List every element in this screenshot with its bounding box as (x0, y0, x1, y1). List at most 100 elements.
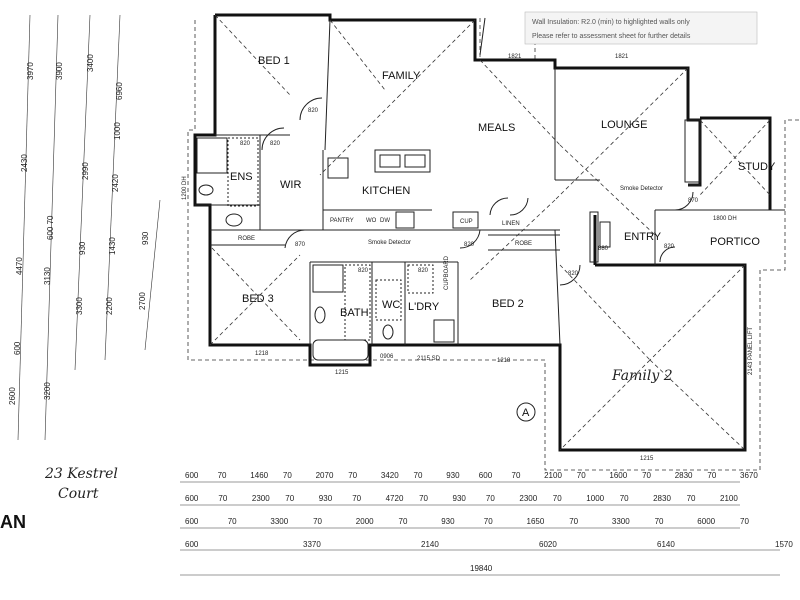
cupboard-label: CUPBOARD (444, 255, 450, 290)
cup-label: CUP (460, 219, 473, 225)
room-dim: 1215 (640, 456, 654, 462)
vdim: 6960 (115, 82, 124, 100)
room-dim: 820 (358, 268, 369, 274)
vdim: 600 (13, 341, 22, 355)
hdim-row1-7: 70 (414, 471, 423, 480)
room-dim: 820 (240, 141, 251, 147)
vdim: 3130 (43, 267, 52, 285)
room-dim: 1821 (615, 54, 629, 60)
hdim-row3-8: 1650 (527, 517, 545, 526)
hdim-row2-9: 70 (486, 494, 495, 503)
hdim-row3-1: 70 (228, 517, 237, 526)
hdim-row1-2: 1460 (250, 471, 268, 480)
hdim-row2-3: 70 (285, 494, 294, 503)
robe-right-label: ROBE (515, 241, 532, 247)
hdim-row4-5: 1570 (775, 540, 793, 549)
room-ldry-label: L'DRY (408, 301, 440, 313)
hdim-row1-14: 70 (642, 471, 651, 480)
insulation-note: Wall Insulation: R2.0 (min) to highlight… (524, 11, 758, 45)
address-line2: Court (58, 486, 99, 502)
hdim-row1-16: 70 (707, 471, 716, 480)
room-dim: 820 (664, 244, 675, 250)
partial-title: AN (0, 512, 26, 532)
hdim-row2-5: 70 (352, 494, 361, 503)
hdim-row3-3: 70 (313, 517, 322, 526)
hdim-row4-4: 6140 (657, 540, 675, 549)
hdim-row1-17: 3670 (740, 471, 758, 480)
room-dim: 0906 (380, 354, 394, 360)
vdim: 2430 (20, 154, 29, 172)
room-dim: 1215 (335, 370, 349, 376)
vdim: 930 (141, 231, 150, 245)
room-meals-label: MEALS (478, 122, 515, 134)
room-dimension-labels: 820 820 820 870 820 820 820 870 820 820 … (182, 54, 754, 462)
hdim-row1-0: 600 (185, 471, 199, 480)
hdim-row3-12: 6000 (697, 517, 715, 526)
vdim: 3400 (86, 54, 95, 72)
hdim-row2-12: 1000 (586, 494, 604, 503)
room-wir-label: WIR (280, 179, 301, 191)
section-marker-label: A (522, 407, 530, 419)
vertical-dimension-lines (17, 14, 161, 441)
vdim: 3970 (26, 62, 35, 80)
hdim-row1-10: 70 (512, 471, 521, 480)
vdim: 3200 (43, 382, 52, 400)
hdim-row3-4: 2000 (356, 517, 374, 526)
vdim: 4470 (15, 257, 24, 275)
hdim-row3-11: 70 (655, 517, 664, 526)
hdim-row1-15: 2830 (675, 471, 693, 480)
room-dim: 820 (270, 141, 281, 147)
hdim-row4-3: 6020 (539, 540, 557, 549)
room-bed3-label: BED 3 (242, 293, 274, 305)
hdim-row2-8: 930 (453, 494, 467, 503)
hdim-row3-0: 600 (185, 517, 199, 526)
address-line1: 23 Kestrel (44, 466, 118, 482)
room-portico-label: PORTICO (710, 236, 760, 248)
hdim-row3-13: 70 (740, 517, 749, 526)
horizontal-dimension-lines (180, 481, 780, 576)
room-bath-label: BATH (340, 307, 369, 319)
hdim-row1-6: 3420 (381, 471, 399, 480)
room-dim: 820 (418, 268, 429, 274)
hdim-row2-6: 4720 (386, 494, 404, 503)
hdim-row2-13: 70 (620, 494, 629, 503)
hdim-row4-0: 600 (185, 540, 199, 549)
room-bed1-label: BED 1 (258, 55, 290, 67)
hdim-row2-11: 70 (553, 494, 562, 503)
hdim-row4-1: 3370 (303, 540, 321, 549)
hdim-row4-2: 2140 (421, 540, 439, 549)
room-dim: 870 (688, 198, 699, 204)
hdim-row5-0: 19840 (470, 564, 493, 573)
hdim-row3-6: 930 (441, 517, 455, 526)
eave-outline (187, 18, 800, 471)
walls (193, 13, 785, 452)
hdim-row1-11: 2100 (544, 471, 562, 480)
room-dim: 1800 DH (713, 216, 737, 222)
hdim-row1-12: 70 (577, 471, 586, 480)
hdim-row2-1: 70 (218, 494, 227, 503)
vertical-dimensions: 2600 600 4470 2430 3970 3200 3130 600 70… (8, 54, 150, 405)
fixture-labels: ROBE ROBE PANTRY WO DW LINEN CUP CUPBOAR… (238, 186, 663, 422)
linen-label: LINEN (502, 221, 520, 227)
roof-hip-lines (209, 14, 771, 451)
smoke-detector-label: Smoke Detector (368, 240, 411, 246)
room-bed2-label: BED 2 (492, 298, 524, 310)
dw-label: DW (380, 218, 390, 224)
hdim-row2-10: 2300 (519, 494, 537, 503)
room-wc-label: WC (382, 299, 400, 311)
address-note: 23 Kestrel Court (44, 466, 118, 502)
room-family-label: FAMILY (382, 70, 421, 82)
hdim-row2-14: 2830 (653, 494, 671, 503)
room-dim: 820 (464, 242, 475, 248)
hdim-row1-3: 70 (283, 471, 292, 480)
hdim-row2-16: 2100 (720, 494, 738, 503)
vdim: 1430 (108, 237, 117, 255)
robe-left-label: ROBE (238, 236, 255, 242)
hdim-row1-9: 600 (479, 471, 493, 480)
room-dim: 820 (568, 271, 579, 277)
hdim-row1-8: 930 (446, 471, 460, 480)
vdim: 2200 (105, 297, 114, 315)
vdim: 2700 (138, 292, 147, 310)
room-dim: 1218 (497, 358, 511, 364)
